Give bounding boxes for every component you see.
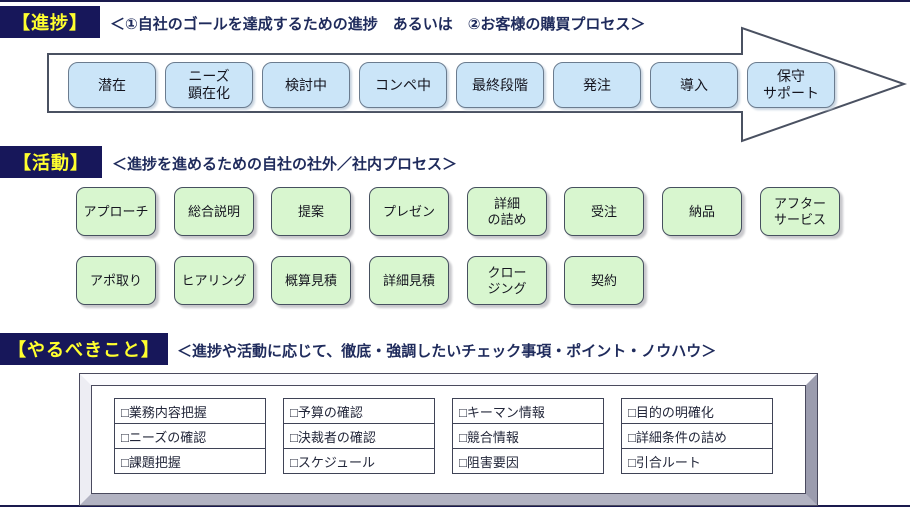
activity-box-presentation: プレゼン [369, 187, 449, 236]
section-progress-label: 【進捗】 [0, 6, 100, 38]
activity-box-proposal: 提案 [271, 187, 351, 236]
section-activities-caption: ＜進捗を進めるための自社の社外／社内プロセス＞ [112, 156, 458, 173]
stage-box-competition: コンペ中 [359, 62, 447, 108]
activity-box-contract: 契約 [564, 256, 644, 305]
checklist-cell: □阻害要因 [452, 448, 604, 474]
stage-box-latent: 潜在 [68, 62, 156, 108]
checklist-cell: □引合ルート [621, 448, 773, 474]
activity-box-after-service: アフター サービス [760, 187, 840, 236]
activity-box-order-receipt: 受注 [564, 187, 644, 236]
section-activities-label: 【活動】 [0, 146, 102, 178]
stage-box-order: 発注 [553, 62, 641, 108]
checklist-cell: □目的の明確化 [621, 398, 773, 424]
stage-box-deployment: 導入 [650, 62, 738, 108]
activity-box-hearing: ヒアリング [174, 256, 254, 305]
checklist-cell: □ニーズの確認 [114, 423, 266, 449]
checklist-column-2: □予算の確認 □決裁者の確認 □スケジュール [283, 398, 435, 474]
checklist-cell: □キーマン情報 [452, 398, 604, 424]
stage-box-maintenance: 保守 サポート [747, 62, 835, 108]
section-todo-caption: ＜進捗や活動に応じて、徹底・強調したいチェック事項・ポイント・ノウハウ＞ [177, 343, 717, 360]
stage-box-final-stage: 最終段階 [456, 62, 544, 108]
activity-box-closing: クロー ジング [467, 256, 547, 305]
activity-box-details: 詳細 の詰め [467, 187, 547, 236]
activity-box-approach: アプローチ [76, 187, 156, 236]
checklist-cell: □競合情報 [452, 423, 604, 449]
checklist-cell: □詳細条件の詰め [621, 423, 773, 449]
activity-box-detail-quote: 詳細見積 [369, 256, 449, 305]
activity-box-delivery: 納品 [662, 187, 742, 236]
checklist-cell: □課題把握 [114, 448, 266, 474]
checklist-column-1: □業務内容把握 □ニーズの確認 □課題把握 [114, 398, 266, 474]
activity-box-rough-quote: 概算見積 [271, 256, 351, 305]
checklist-cell: □予算の確認 [283, 398, 435, 424]
checklist-cell: □スケジュール [283, 448, 435, 474]
top-border-line [0, 0, 910, 2]
checklist-cell: □業務内容把握 [114, 398, 266, 424]
bottom-border-line [0, 505, 910, 507]
activity-box-appointment: アポ取り [76, 256, 156, 305]
checklist-column-4: □目的の明確化 □詳細条件の詰め □引合ルート [621, 398, 773, 474]
stage-box-considering: 検討中 [262, 62, 350, 108]
checklist-cell: □決裁者の確認 [283, 423, 435, 449]
activity-box-overview: 総合説明 [174, 187, 254, 236]
section-todo-label: 【やるべきこと】 [0, 333, 168, 365]
checklist-column-3: □キーマン情報 □競合情報 □阻害要因 [452, 398, 604, 474]
stage-box-needs: ニーズ 顕在化 [165, 62, 253, 108]
section-progress-caption: ＜①自社のゴールを達成するための進捗 あるいは ②お客様の購買プロセス＞ [110, 16, 646, 33]
